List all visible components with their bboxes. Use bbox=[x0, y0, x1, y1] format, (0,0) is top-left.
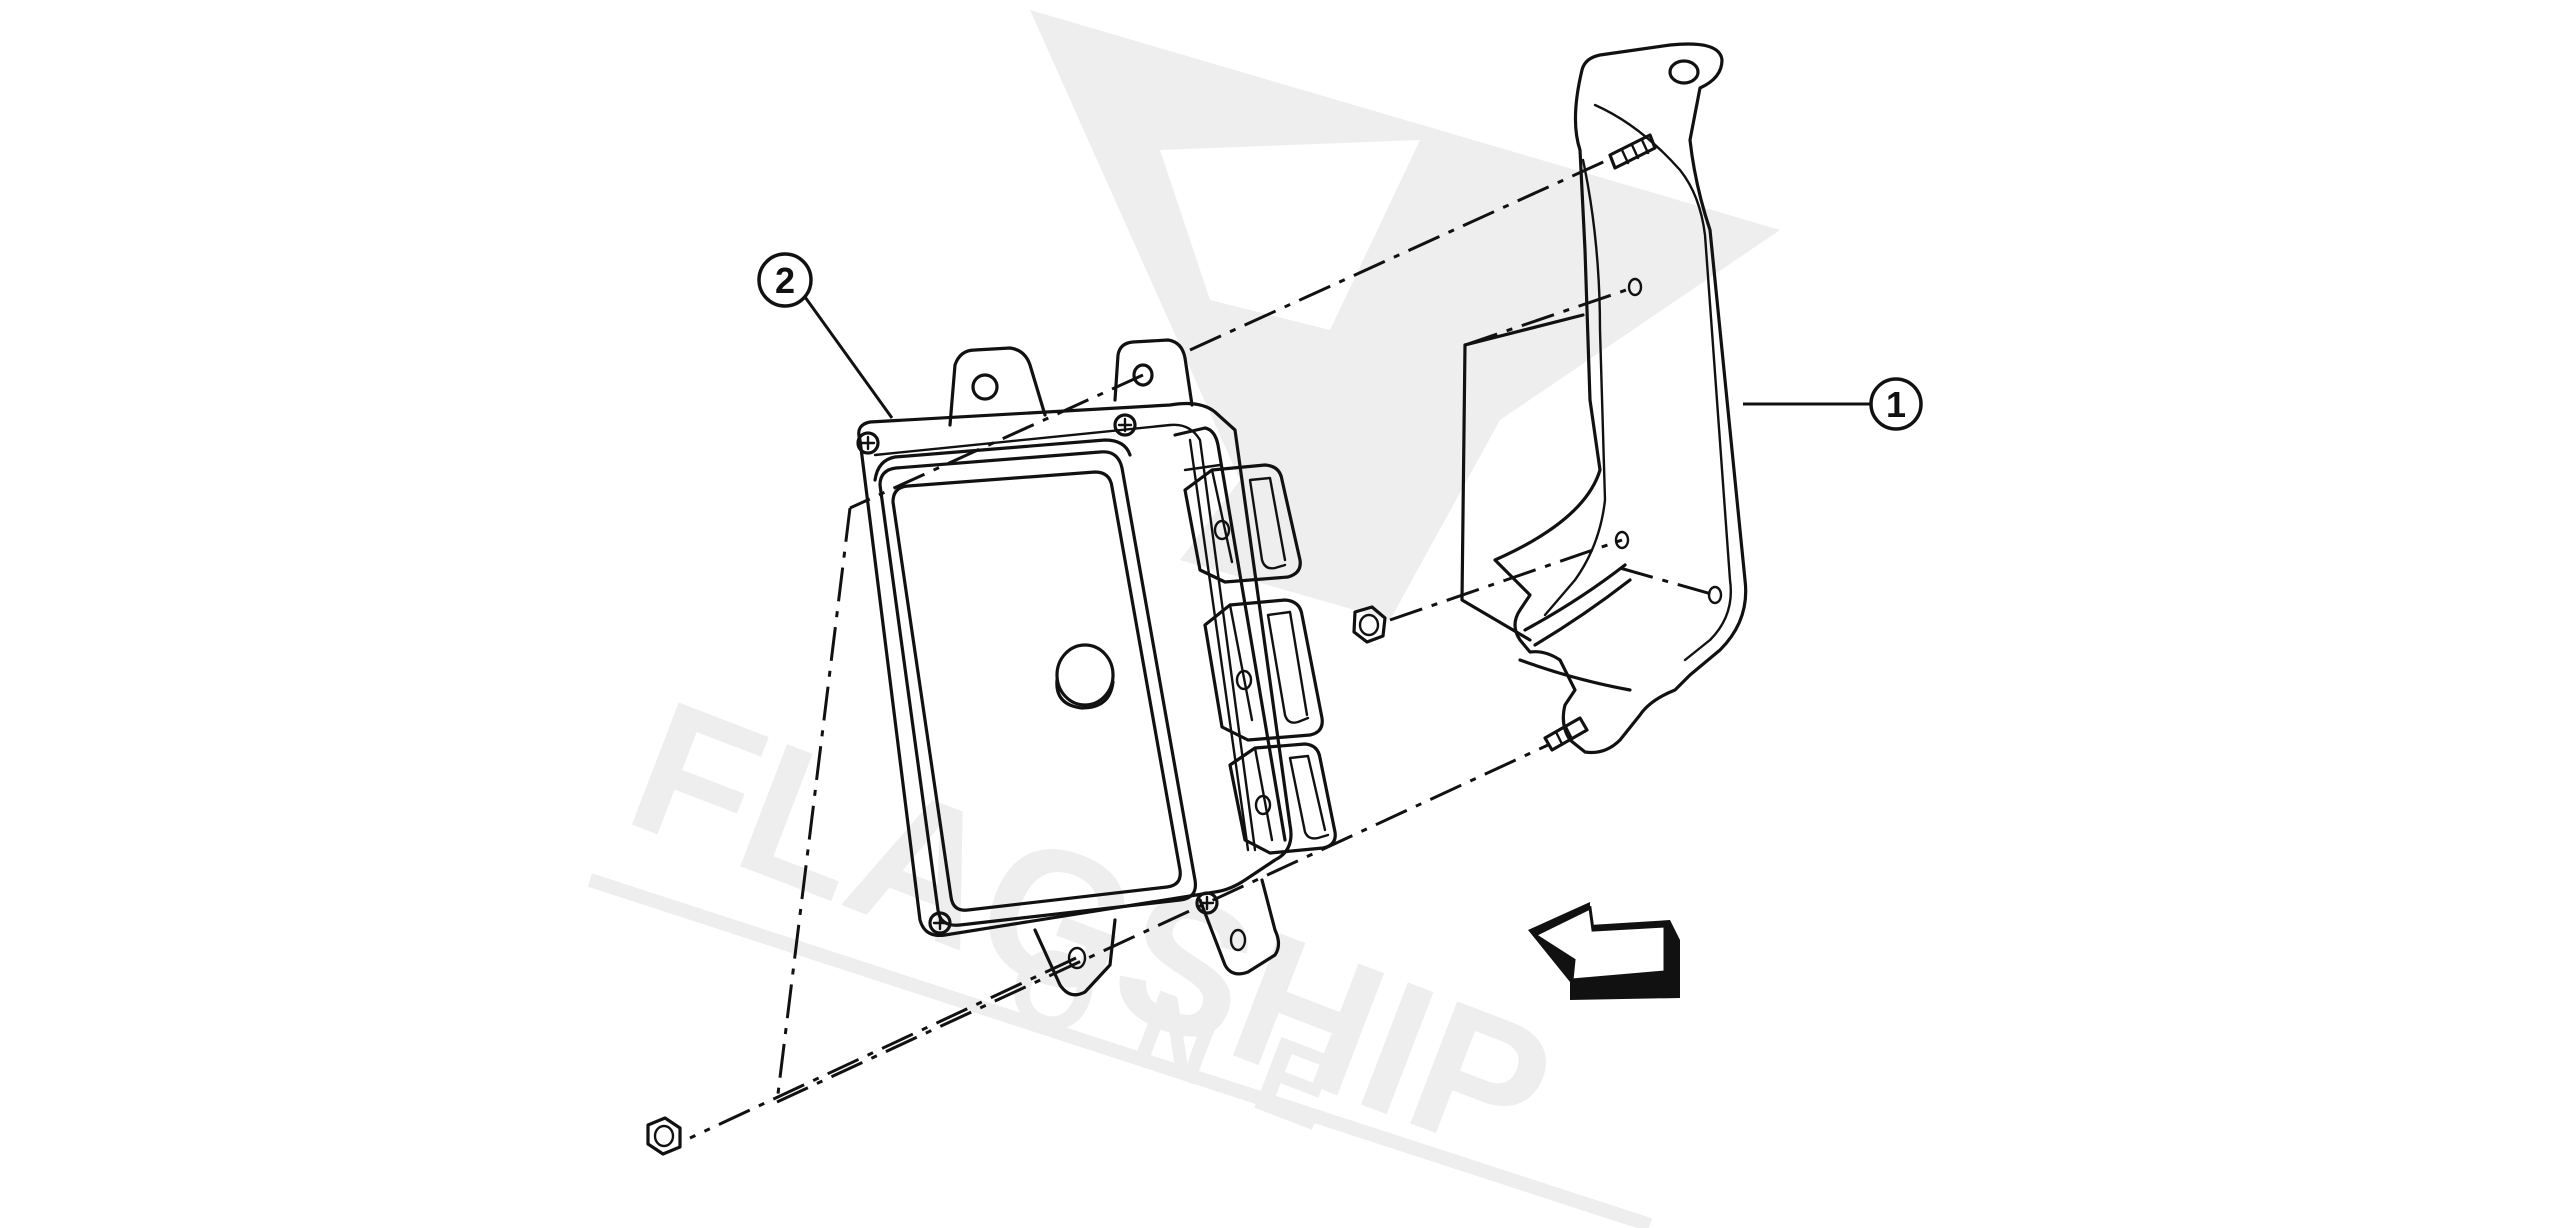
ecm-cover-panel bbox=[891, 470, 1182, 912]
ecm-housing-top-edge bbox=[873, 438, 1132, 482]
front-direction-arrow-icon bbox=[1528, 902, 1680, 1000]
bracket-inner-edge bbox=[1593, 103, 1732, 662]
ecm-connector-body bbox=[1173, 426, 1287, 842]
ecm-screw-bottom-left bbox=[928, 911, 952, 935]
ecm-harness-connector-1 bbox=[1183, 463, 1302, 584]
stud-lower bbox=[1543, 716, 1589, 752]
bracket-hole-upper bbox=[1627, 277, 1643, 297]
callout-1-circle bbox=[1869, 377, 1923, 431]
bracket-top-hole bbox=[1668, 59, 1700, 85]
bracket-hole-middle bbox=[1614, 530, 1630, 550]
callout-2-circle bbox=[757, 252, 813, 308]
bracket-rear-panel bbox=[1460, 313, 1585, 642]
watermark-logo-cut bbox=[1160, 140, 1420, 330]
ecm-connector-body-inner bbox=[1183, 438, 1250, 852]
ecm-housing-outer bbox=[857, 401, 1293, 938]
bracket bbox=[1460, 42, 1748, 755]
ecm-harness-connector-2 bbox=[1203, 598, 1324, 742]
ecm-bottom-tab-left-hole bbox=[1067, 946, 1087, 970]
bracket-lower-fold bbox=[1518, 563, 1632, 692]
nut-left-bottom bbox=[646, 1116, 682, 1156]
watermark-logo-shape bbox=[1030, 10, 1780, 620]
nut-right bbox=[1352, 605, 1387, 644]
ecm-center-plug bbox=[1055, 643, 1115, 710]
ecm-screw-bottom-right bbox=[1195, 891, 1219, 915]
ecm-housing-lip bbox=[873, 423, 1257, 852]
ecm-bottom-tab-right bbox=[1198, 878, 1281, 976]
watermark-underline bbox=[587, 873, 1653, 1228]
bracket-outline bbox=[1493, 42, 1748, 755]
ecm-tab-left bbox=[948, 346, 1047, 427]
alignment-lines bbox=[689, 156, 1716, 1140]
bracket-hole-lower bbox=[1707, 585, 1723, 605]
callout-1: 1 bbox=[1743, 377, 1923, 431]
ecm-tab-right bbox=[1113, 338, 1194, 407]
ecm-tab-left-hole bbox=[971, 373, 999, 401]
callout-2: 2 bbox=[757, 252, 894, 419]
callout-1-label: 1 bbox=[1886, 384, 1906, 425]
stud-upper bbox=[1608, 133, 1657, 170]
ecm-tab-right-hole bbox=[1132, 363, 1154, 387]
ecm-screw-top-right bbox=[1113, 413, 1137, 437]
bracket-inner-edge-2 bbox=[1543, 158, 1607, 617]
ecm-screw-top-left bbox=[856, 431, 880, 455]
ecm-unit bbox=[856, 338, 1337, 997]
ecm-harness-connector-3 bbox=[1228, 742, 1337, 855]
callout-2-label: 2 bbox=[775, 260, 795, 301]
ecm-bottom-tab-left bbox=[1033, 918, 1117, 997]
ecm-bottom-tab-right-hole bbox=[1229, 928, 1247, 952]
watermark: FLAGSHIP ONE bbox=[587, 10, 1780, 1228]
callout-2-leader bbox=[803, 296, 894, 419]
